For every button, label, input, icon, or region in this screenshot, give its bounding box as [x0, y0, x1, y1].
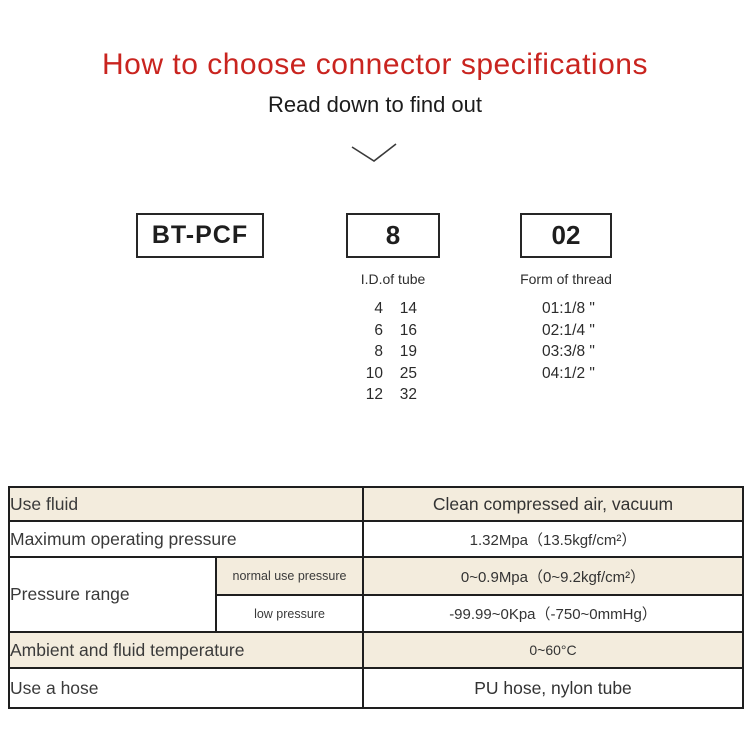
thread-option: 04:1/2 " [542, 364, 595, 382]
tube-size-cell: 6 [374, 321, 383, 339]
tube-size-cell: 32 [399, 386, 417, 403]
spec-label-temperature: Ambient and fluid temperature [8, 631, 364, 669]
tube-size-cell: 4 [374, 300, 383, 317]
thread-options-list: 01:1/8 " 02:1/4 " 03:3/8 " 04:1/2 " [542, 298, 595, 384]
spec-value-use-fluid: Clean compressed air, vacuum [362, 486, 744, 522]
table-row: Pressure range normal use pressure 0~0.9… [8, 556, 744, 633]
thread-option: 01:1/8 " [542, 300, 595, 317]
spec-value-temperature: 0~60°C [362, 631, 744, 669]
spec-sublabel-low-pressure: low pressure [215, 594, 364, 633]
chevron-down-icon [344, 138, 404, 173]
spec-sublabel-normal-pressure: normal use pressure [215, 556, 364, 596]
tube-size-cell: 8 [374, 343, 383, 360]
tube-size-table: 4 14 6 16 8 19 10 25 12 32 [355, 298, 417, 406]
spec-value-hose: PU hose, nylon tube [362, 667, 744, 709]
spec-value-max-pressure: 1.32Mpa（13.5kgf/cm²） [362, 520, 744, 558]
tube-size-cell: 16 [399, 321, 417, 339]
tube-column-heading: I.D.of tube [360, 271, 426, 287]
code-box-series-prefix: BT-PCF [136, 213, 264, 258]
code-box-thread-code: 02 [520, 213, 612, 258]
thread-column-heading: Form of thread [520, 271, 612, 287]
table-row: Use a hose PU hose, nylon tube [8, 667, 744, 709]
spec-label-pressure-range: Pressure range [8, 556, 217, 633]
spec-value-normal-pressure: 0~0.9Mpa（0~9.2kgf/cm²） [362, 556, 744, 596]
spec-table: Use fluid Clean compressed air, vacuum M… [8, 486, 744, 709]
code-box-tube-size: 8 [346, 213, 440, 258]
tube-size-cell: 12 [365, 386, 383, 403]
spec-value-low-pressure: -99.99~0Kpa（-750~0mmHg） [362, 594, 744, 633]
tube-size-cell: 10 [365, 364, 383, 382]
table-row: Ambient and fluid temperature 0~60°C [8, 631, 744, 669]
thread-option: 03:3/8 " [542, 343, 595, 360]
spec-label-hose: Use a hose [8, 667, 364, 709]
tube-size-cell: 19 [399, 343, 417, 360]
table-row: Use fluid Clean compressed air, vacuum [8, 486, 744, 522]
page-title: How to choose connector specifications [102, 48, 648, 81]
table-row: low pressure -99.99~0Kpa（-750~0mmHg） [9, 594, 744, 633]
tube-size-cell: 25 [399, 364, 417, 382]
spec-label-use-fluid: Use fluid [8, 486, 364, 522]
thread-option: 02:1/4 " [542, 321, 595, 339]
page-subtitle: Read down to find out [267, 92, 483, 117]
table-row: Maximum operating pressure 1.32Mpa（13.5k… [8, 520, 744, 558]
tube-size-cell: 14 [399, 300, 417, 317]
spec-label-max-pressure: Maximum operating pressure [8, 520, 364, 558]
